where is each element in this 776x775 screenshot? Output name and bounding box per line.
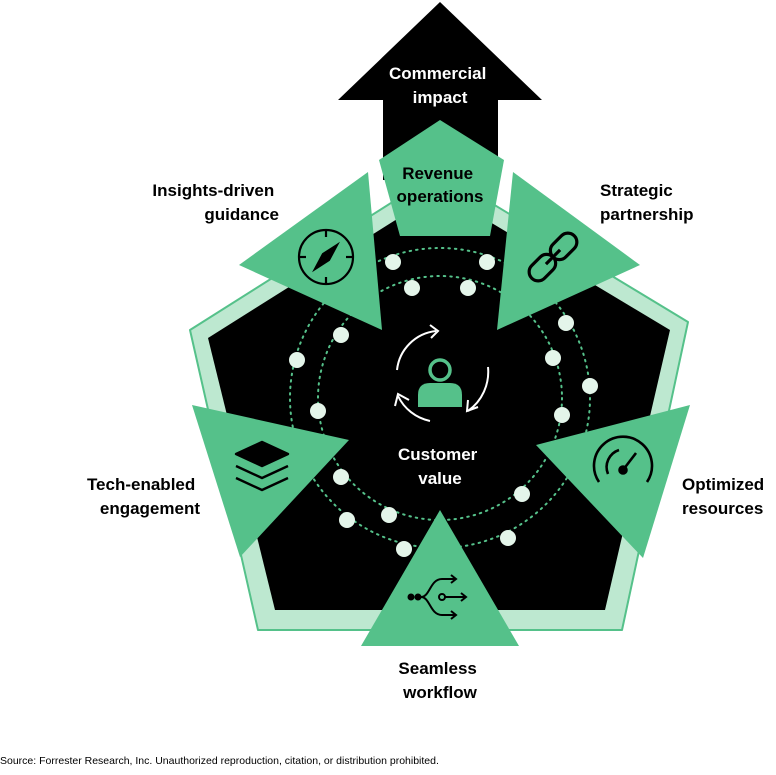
ring-node [289, 352, 305, 368]
ring-node [385, 254, 401, 270]
ring-node [514, 486, 530, 502]
revenue-operations-label: Revenue operations [397, 164, 484, 206]
ring-node [333, 327, 349, 343]
compass-icon [297, 228, 355, 286]
seamless-workflow-shape [361, 510, 519, 646]
strategic-partnership-shape [497, 172, 640, 330]
commercial-impact-label: Commercial impact [389, 64, 491, 107]
revenue-operations-shape [379, 120, 504, 236]
commercial-impact-arrow [338, 2, 542, 180]
ring-node [310, 403, 326, 419]
ring-node [404, 280, 420, 296]
tech-enabled-engagement-shape [192, 405, 349, 557]
strategic-partnership-label: Strategic partnership [600, 181, 694, 224]
customer-cycle-icon [394, 324, 490, 422]
layers-icon [234, 440, 290, 492]
ring-node [460, 280, 476, 296]
tech-enabled-engagement-label: Tech-enabled engagement [87, 475, 200, 518]
ring-nodes [289, 254, 598, 557]
optimized-resources-shape [536, 405, 690, 558]
ring-node [500, 530, 516, 546]
workflow-arrows-icon [407, 574, 468, 620]
ring-node [558, 315, 574, 331]
customer-value-label: Customer value [398, 445, 482, 488]
ring-node [479, 254, 495, 270]
optimized-resources-label: Optimized resources [682, 475, 769, 518]
ring-node [554, 407, 570, 423]
ring-node [582, 378, 598, 394]
ring-node [381, 507, 397, 523]
ring-node [333, 469, 349, 485]
dotted-ring-inner [317, 275, 563, 521]
seamless-workflow-label: Seamless workflow [398, 659, 481, 702]
gauge-icon [592, 435, 654, 483]
ring-node [396, 541, 412, 557]
ring-node [545, 350, 561, 366]
insights-driven-guidance-label: Insights-driven guidance [152, 181, 279, 224]
insights-driven-guidance-shape [239, 172, 382, 330]
source-footnote: Source: Forrester Research, Inc. Unautho… [0, 755, 439, 767]
link-chain-icon [527, 231, 579, 283]
ring-node [339, 512, 355, 528]
